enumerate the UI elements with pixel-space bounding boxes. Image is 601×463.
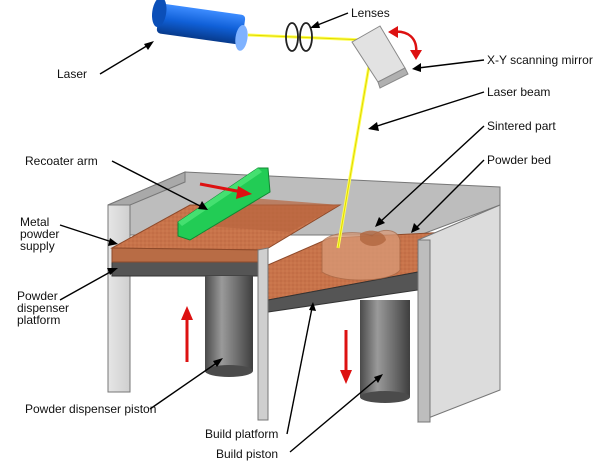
- label-laser: Laser: [57, 67, 87, 81]
- label-powder-dispenser-platform-line3: platform: [17, 313, 60, 327]
- center-divider-wall: [257, 247, 269, 421]
- mirror-rotation-arrow: [388, 26, 422, 60]
- build-down-arrow: [340, 330, 352, 384]
- label-powder-dispenser-platform-line2: dispenser: [17, 301, 69, 315]
- label-powder-bed: Powder bed: [487, 153, 551, 167]
- label-metal-powder-supply-line1: Metal: [20, 215, 49, 229]
- laser-beam: [247, 33, 372, 249]
- label-metal-powder-supply-line3: supply: [20, 239, 55, 253]
- label-lenses: Lenses: [351, 6, 390, 20]
- dispenser-platform-edge: [111, 261, 266, 277]
- label-powder-dispenser-platform-line1: Powder: [17, 289, 58, 303]
- chamber-left-wall: [107, 204, 131, 393]
- label-metal-powder-supply-line2: powder: [20, 227, 59, 241]
- laser-icon: [152, 0, 248, 51]
- dispenser-up-arrow: [181, 306, 193, 362]
- label-laser-beam: Laser beam: [487, 85, 550, 99]
- leader-lines: [59, 12, 485, 453]
- build-piston: [360, 300, 410, 403]
- label-build-platform: Build platform: [205, 427, 278, 441]
- powder-dispenser-piston: [205, 276, 253, 377]
- label-powder-dispenser-piston: Powder dispenser piston: [25, 402, 156, 416]
- lenses-icon: [285, 22, 313, 52]
- label-sintered-part: Sintered part: [487, 119, 556, 133]
- label-recoater-arm: Recoater arm: [25, 154, 98, 168]
- scanning-mirror-icon: [351, 25, 409, 89]
- sintered-part: [321, 230, 401, 281]
- recoater-motion-arrow: [199, 182, 252, 199]
- label-build-piston: Build piston: [216, 447, 278, 461]
- label-xy-scanning-mirror: X-Y scanning mirror: [487, 53, 593, 67]
